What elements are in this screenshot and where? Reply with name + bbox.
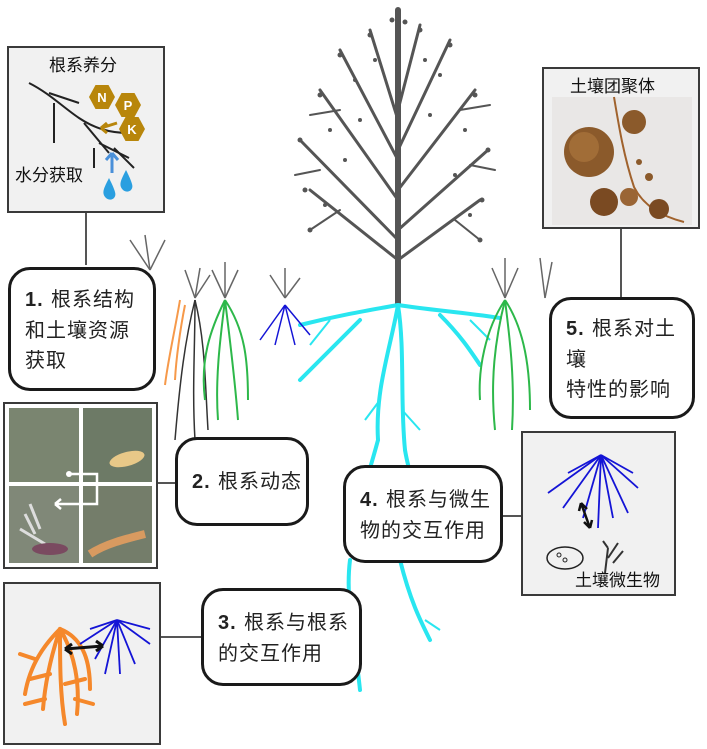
callout-text-line: 根系对土壤 <box>566 315 677 371</box>
connector-line <box>158 482 176 484</box>
nutrient-title: 根系养分 <box>49 56 117 76</box>
aggregate-title: 土壤团聚体 <box>570 77 655 97</box>
root-branch-icon <box>28 82 135 200</box>
bacterium-icon <box>546 546 584 570</box>
double-arrow-icon <box>64 639 104 656</box>
arrow-up-icon <box>104 152 120 173</box>
callout-text-line: 获取 <box>25 347 67 372</box>
callout-text-line: 根系动态 <box>218 469 303 493</box>
callout-root-structure: 1. 根系结构 和土壤资源 获取 <box>8 267 156 391</box>
callout-text-line: 根系与根系 <box>244 609 350 634</box>
arrow-icon <box>54 472 99 510</box>
soil-aggregate-panel: 土壤团聚体 <box>542 67 700 229</box>
callout-root-dynamics: 2. 根系动态 <box>175 437 309 526</box>
root-root-image-panel <box>3 582 161 745</box>
nutrient-water-panel: 根系养分 N P K 水分获取 <box>7 46 165 213</box>
callout-root-root-interaction: 3. 根系与根系 的交互作用 <box>201 588 362 686</box>
nutrient-hex-k: K <box>119 117 145 141</box>
callout-root-microbe-interaction: 4. 根系与微生 物的交互作用 <box>343 465 503 563</box>
fungal-hyphae-icon <box>602 540 624 574</box>
callout-text-line: 特性的影响 <box>566 376 671 401</box>
water-uptake-label: 水分获取 <box>15 166 83 186</box>
callout-text-line: 和土壤资源 <box>25 317 130 342</box>
microbe-illustration <box>546 454 639 574</box>
water-drop-icon <box>120 170 133 192</box>
connector-line <box>503 515 521 517</box>
double-arrow-icon <box>577 502 594 529</box>
orange-blue-roots-illustration <box>18 619 151 726</box>
callout-text-line: 根系结构 <box>51 286 136 311</box>
root-dynamics-image-panel <box>3 402 158 569</box>
callout-text-line: 的交互作用 <box>218 640 323 665</box>
callout-text-line: 物的交互作用 <box>360 517 486 542</box>
water-drop-icon <box>103 178 116 200</box>
connector-line <box>620 229 622 297</box>
minirhizotron-image-grid <box>9 408 152 563</box>
soil-microbe-panel: 土壤微生物 <box>521 431 676 596</box>
callout-text-line: 根系与微生 <box>386 486 492 511</box>
connector-line <box>161 636 201 638</box>
connector-line <box>85 213 87 265</box>
soil-microbe-label: 土壤微生物 <box>575 571 660 591</box>
nutrient-hex-p: P <box>115 93 141 117</box>
soil-aggregate-photo <box>552 96 692 225</box>
callout-root-soil-properties: 5. 根系对土壤 特性的影响 <box>549 297 695 419</box>
nutrient-hex-n: N <box>89 85 115 109</box>
arrow-left-icon <box>100 121 118 135</box>
